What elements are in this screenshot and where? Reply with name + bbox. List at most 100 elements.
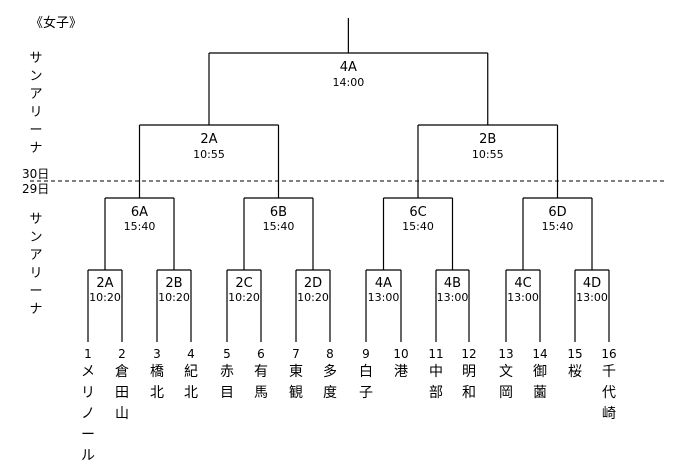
venue-lower-char: ン <box>29 230 42 245</box>
team-number: 13 <box>498 347 513 361</box>
team-entries: 1メリノール2倉田山3橋北4紀北5赤目6有馬7東観8多度9白子10港11中部12… <box>81 347 617 464</box>
team-name: 赤目 <box>220 364 234 401</box>
team-name-char: 北 <box>150 385 164 401</box>
semi-time: 10:55 <box>472 148 504 161</box>
team-name-char: 御 <box>533 364 547 380</box>
team-name-char: 山 <box>115 406 129 422</box>
venue-lower-char: ア <box>29 248 42 263</box>
date-upper: 30日 <box>22 167 49 181</box>
team-name-char: 桜 <box>568 364 582 380</box>
venue-lower-char: リ <box>29 266 42 281</box>
team-name: 有馬 <box>254 364 268 401</box>
venue-lower-char: ナ <box>29 302 42 317</box>
team-number: 4 <box>187 347 195 361</box>
team-name: 文岡 <box>499 364 513 401</box>
quarter-court: 6D <box>548 205 566 220</box>
team-name: 御薗 <box>533 364 547 401</box>
quarter-court: 6B <box>270 205 287 220</box>
round1-court: 4B <box>444 276 461 291</box>
round1-time: 10:20 <box>297 291 329 304</box>
team-name: 明和 <box>462 364 476 401</box>
team-name: 千代崎 <box>602 364 616 422</box>
final-time: 14:00 <box>333 76 365 89</box>
quarter-time: 15:40 <box>542 220 574 233</box>
team-name-char: ノ <box>81 406 95 422</box>
team-name-char: 代 <box>602 385 616 401</box>
team-name-char: ー <box>81 427 95 443</box>
team-name-char: 千 <box>602 364 616 380</box>
team-number: 5 <box>223 347 231 361</box>
team-name-char: 岡 <box>499 385 513 401</box>
team-name-char: 中 <box>429 364 443 380</box>
team-name-char: 紀 <box>184 364 198 380</box>
team-name-char: 観 <box>289 384 303 401</box>
semi-court: 2B <box>479 132 496 147</box>
team-name-char: 有 <box>254 364 268 380</box>
bracket-title: 《女子》 <box>30 15 82 31</box>
team-number: 3 <box>153 347 161 361</box>
team-number: 15 <box>567 347 582 361</box>
team-name-char: 文 <box>499 364 513 380</box>
team-name: 白子 <box>359 364 373 401</box>
semi-time: 10:55 <box>193 148 225 161</box>
team-name-char: 倉 <box>115 364 129 380</box>
team-name-char: 港 <box>394 364 408 380</box>
venue-upper-char: ー <box>29 123 42 138</box>
team-name-char: 崎 <box>602 406 616 422</box>
final-court: 4A <box>340 60 357 75</box>
team-name-char: 和 <box>462 385 476 401</box>
team-name-char: 多 <box>323 363 337 380</box>
team-name-char: 馬 <box>254 385 268 401</box>
team-number: 6 <box>257 347 265 361</box>
team-name: 港 <box>394 364 408 380</box>
team-number: 8 <box>326 347 334 361</box>
team-name-char: 明 <box>462 364 476 380</box>
team-number: 16 <box>601 347 616 361</box>
team-name-char: 部 <box>429 385 443 401</box>
team-name-char: 子 <box>359 385 373 401</box>
semi-court: 2A <box>200 132 217 147</box>
team-name-char: 橋 <box>150 364 164 380</box>
venue-upper-char: ン <box>29 69 42 84</box>
team-name: 桜 <box>568 364 582 380</box>
team-name: 中部 <box>429 364 443 401</box>
bracket-lines <box>87 18 610 342</box>
team-number: 11 <box>428 347 443 361</box>
team-number: 2 <box>118 347 126 361</box>
match-labels: 4A14:002A10:552B10:556A15:406B15:406C15:… <box>89 60 608 304</box>
round1-court: 2D <box>304 276 322 291</box>
quarter-time: 15:40 <box>263 220 295 233</box>
team-name-char: メ <box>81 364 95 380</box>
venue-upper-char: リ <box>29 105 42 120</box>
venue-upper-char: ナ <box>29 141 42 156</box>
team-name: 倉田山 <box>115 364 129 422</box>
quarter-time: 15:40 <box>124 220 156 233</box>
team-name-char: 東 <box>289 364 303 380</box>
team-name: 橋北 <box>150 364 164 401</box>
round1-time: 13:00 <box>437 291 469 304</box>
round1-court: 4C <box>514 276 531 291</box>
round1-time: 10:20 <box>228 291 260 304</box>
team-number: 1 <box>84 347 92 361</box>
team-name-char: リ <box>81 385 95 401</box>
team-number: 12 <box>461 347 476 361</box>
round1-time: 13:00 <box>507 291 539 304</box>
team-name: 東観 <box>289 364 303 401</box>
quarter-time: 15:40 <box>402 220 434 233</box>
team-name-char: 目 <box>220 385 234 401</box>
date-lower: 29日 <box>22 182 49 196</box>
team-number: 14 <box>532 347 547 361</box>
team-number: 10 <box>393 347 408 361</box>
team-name-char: ル <box>81 448 95 464</box>
team-name-char: 田 <box>115 385 129 401</box>
quarter-court: 6C <box>409 205 426 220</box>
round1-court: 2A <box>96 276 113 291</box>
round1-time: 13:00 <box>368 291 400 304</box>
venue-lower-char: ー <box>29 284 42 299</box>
team-name-char: 赤 <box>220 364 234 380</box>
round1-time: 13:00 <box>576 291 608 304</box>
